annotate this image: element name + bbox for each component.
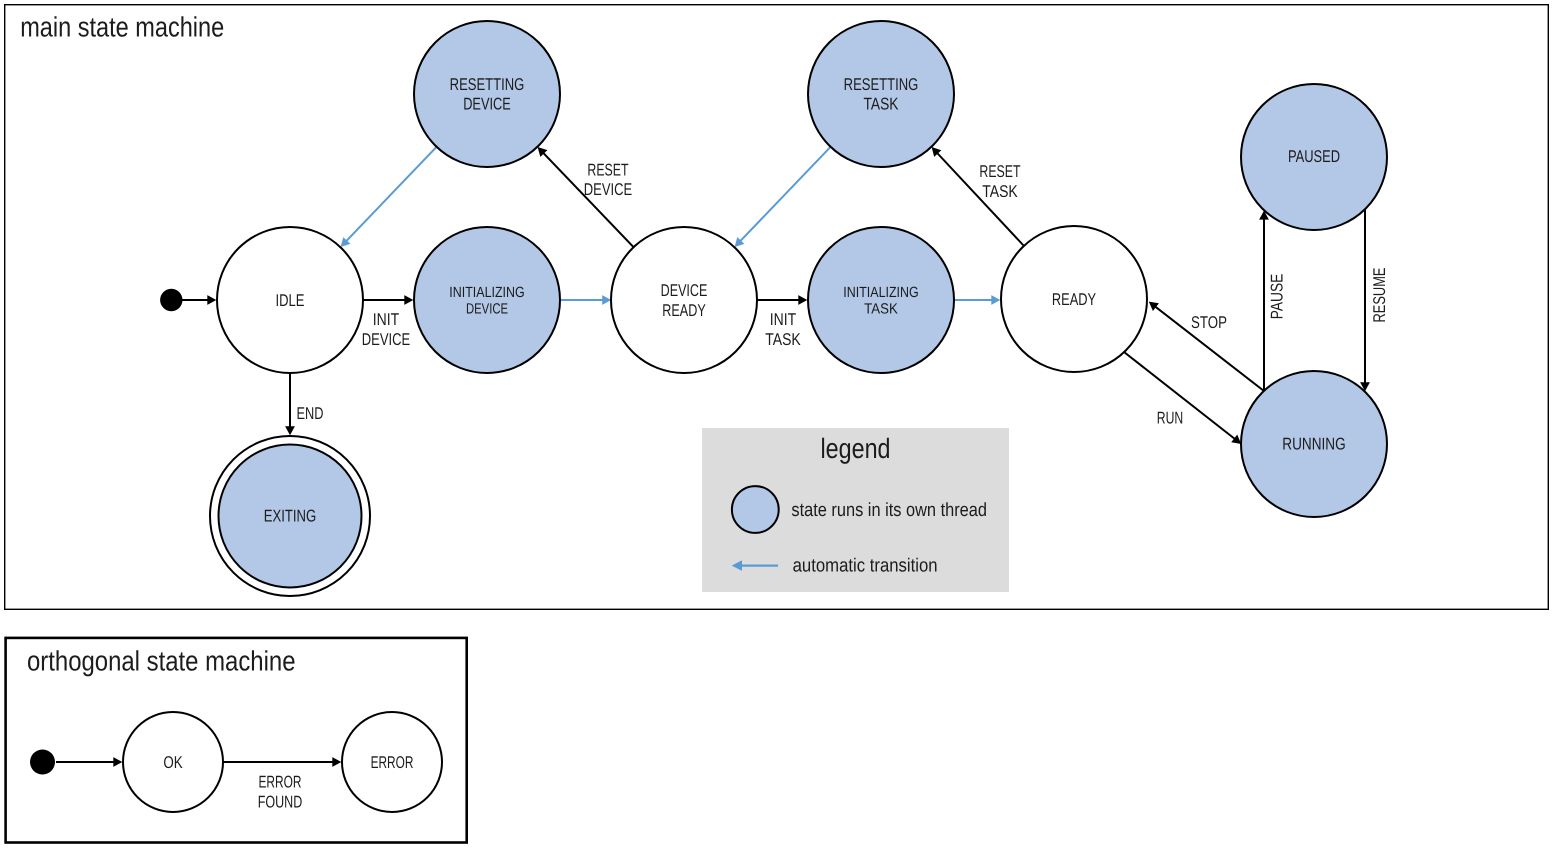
- svg-text:DEVICE: DEVICE: [661, 281, 708, 300]
- svg-text:OK: OK: [163, 753, 183, 772]
- svg-text:RUN: RUN: [1157, 409, 1183, 428]
- svg-text:legend: legend: [821, 433, 891, 464]
- svg-text:state runs in its own thread: state runs in its own thread: [791, 500, 987, 521]
- svg-text:PAUSED: PAUSED: [1288, 147, 1340, 166]
- svg-text:INIT: INIT: [770, 310, 796, 329]
- svg-text:automatic transition: automatic transition: [793, 556, 938, 577]
- svg-text:orthogonal state machine: orthogonal state machine: [27, 646, 296, 677]
- svg-text:FOUND: FOUND: [258, 792, 303, 811]
- svg-text:READY: READY: [662, 301, 706, 320]
- svg-text:IDLE: IDLE: [276, 291, 305, 310]
- svg-text:DEVICE: DEVICE: [362, 330, 410, 349]
- svg-text:DEVICE: DEVICE: [466, 302, 508, 318]
- svg-text:READY: READY: [1052, 290, 1096, 309]
- svg-text:RESETTING: RESETTING: [450, 75, 525, 94]
- svg-text:RESETTING: RESETTING: [844, 75, 919, 94]
- svg-text:INITIALIZING: INITIALIZING: [843, 285, 918, 301]
- svg-text:ERROR: ERROR: [258, 772, 301, 791]
- svg-text:TASK: TASK: [982, 182, 1018, 201]
- svg-text:TASK: TASK: [864, 302, 898, 318]
- svg-text:TASK: TASK: [864, 95, 900, 114]
- svg-text:DEVICE: DEVICE: [463, 95, 511, 114]
- svg-text:END: END: [297, 404, 324, 423]
- svg-text:RESET: RESET: [979, 162, 1020, 181]
- svg-text:INIT: INIT: [373, 310, 399, 329]
- svg-text:RESUME: RESUME: [1370, 268, 1389, 323]
- svg-text:EXITING: EXITING: [264, 507, 317, 526]
- svg-text:main state machine: main state machine: [20, 12, 224, 43]
- svg-text:DEVICE: DEVICE: [584, 180, 632, 199]
- svg-text:ERROR: ERROR: [371, 753, 414, 772]
- svg-text:STOP: STOP: [1191, 313, 1227, 332]
- svg-text:PAUSE: PAUSE: [1268, 274, 1287, 320]
- svg-text:RUNNING: RUNNING: [1282, 435, 1345, 454]
- svg-text:TASK: TASK: [765, 330, 801, 349]
- svg-text:RESET: RESET: [587, 161, 628, 180]
- svg-text:INITIALIZING: INITIALIZING: [449, 285, 524, 301]
